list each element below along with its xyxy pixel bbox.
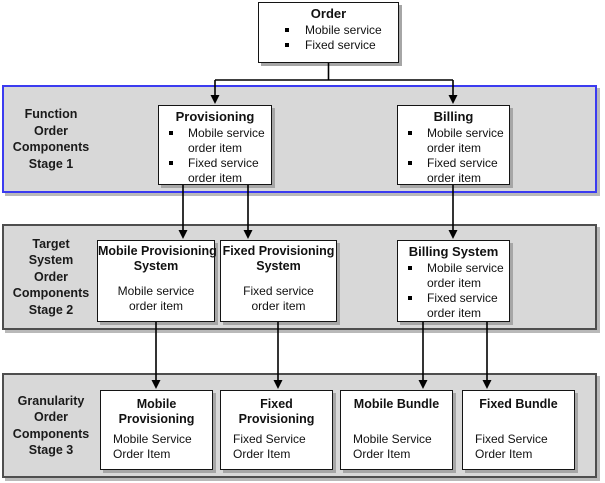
bullet-item: Fixed service order item: [398, 156, 509, 186]
stage3-label-line: Stage 3: [28, 443, 74, 457]
provisioning-box: Provisioning Mobile service order item F…: [158, 105, 272, 185]
fixed-bundle-title: Fixed Bundle: [463, 391, 574, 432]
body-line: Order Item: [475, 447, 533, 461]
bullet-item: Mobile service order item: [398, 261, 509, 291]
fixed-provisioning-body: Fixed Service Order Item: [221, 432, 332, 462]
fixed-provisioning-box: Fixed Provisioning Fixed Service Order I…: [220, 390, 333, 470]
body-line: Fixed Service: [233, 432, 306, 446]
stage3-label-line: Order: [33, 410, 69, 424]
stage2-label-line: Components: [12, 286, 90, 301]
square-bullet-icon: [285, 43, 289, 47]
billing-bullet-list: Mobile service order item Fixed service …: [398, 124, 509, 186]
body-line: Mobile Service: [113, 432, 192, 446]
billing-system-box: Billing System Mobile service order item…: [397, 240, 510, 322]
bullet-item: Mobile service order item: [159, 126, 271, 156]
title-line: Mobile: [136, 397, 177, 411]
bullet-item: Mobile service order item: [398, 126, 509, 156]
fixed-provisioning-system-body: Fixed service order item: [221, 284, 336, 314]
stage3-label-line: Granularity: [17, 393, 85, 408]
fixed-bundle-body: Fixed Service Order Item: [463, 432, 574, 462]
body-line: Mobile Service: [353, 432, 432, 446]
stage2-label-line: Stage 2: [28, 302, 74, 317]
square-bullet-icon: [408, 296, 412, 300]
bullet-item: Mobile service: [259, 23, 398, 38]
title-line: Fixed Provisioning: [222, 244, 335, 258]
order-box-title: Order: [310, 6, 347, 21]
body-line: Fixed Service: [475, 432, 548, 446]
fixed-bundle-box: Fixed Bundle Fixed Service Order Item: [462, 390, 575, 470]
square-bullet-icon: [408, 131, 412, 135]
title-line: Mobile Provisioning: [98, 244, 217, 258]
body-line: Order Item: [113, 447, 171, 461]
title-line: Fixed Bundle: [479, 397, 558, 411]
title-line: System: [133, 259, 179, 273]
mobile-provisioning-system-body: Mobile service order item: [98, 284, 214, 314]
provisioning-box-title: Provisioning: [175, 109, 255, 124]
mobile-provisioning-body: Mobile Service Order Item: [101, 432, 212, 462]
bullet-text: Fixed service order item: [427, 156, 498, 185]
billing-box-title: Billing: [433, 109, 474, 124]
bullet-text: Fixed service order item: [188, 156, 259, 185]
billing-box: Billing Mobile service order item Fixed …: [397, 105, 510, 185]
mobile-provisioning-system-title: Mobile Provisioning System: [98, 241, 217, 274]
square-bullet-icon: [169, 161, 173, 165]
stage3-label: Granularity Order Components Stage 3: [2, 373, 100, 478]
stage1-label: Function Order Components Stage 1: [2, 85, 100, 193]
stage1-label-line: Order: [33, 123, 69, 138]
fixed-provisioning-system-box: Fixed Provisioning System Fixed service …: [220, 240, 337, 322]
stage2-label-line: System: [28, 253, 74, 268]
stage1-label-line: Function: [24, 107, 78, 121]
stage2-label: Target System Order Components Stage 2: [2, 224, 100, 330]
bullet-text: Fixed service order item: [427, 291, 498, 320]
bullet-text: Fixed service: [305, 38, 376, 52]
square-bullet-icon: [408, 161, 412, 165]
order-box: Order Mobile service Fixed service: [258, 2, 399, 63]
bullet-text: Mobile service order item: [188, 126, 265, 155]
bullet-item: Fixed service: [259, 38, 398, 53]
body-line: order item: [251, 299, 306, 313]
bullet-text: Mobile service: [305, 23, 382, 37]
bullet-item: Fixed service order item: [159, 156, 271, 186]
billing-system-title: Billing System: [408, 244, 499, 259]
mobile-bundle-title: Mobile Bundle: [341, 391, 452, 432]
bullet-text: Mobile service order item: [427, 261, 504, 290]
mobile-provisioning-box: Mobile Provisioning Mobile Service Order…: [100, 390, 213, 470]
title-line: Provisioning: [238, 412, 315, 426]
provisioning-bullet-list: Mobile service order item Fixed service …: [159, 124, 271, 186]
square-bullet-icon: [169, 131, 173, 135]
stage1-label-line: Components: [12, 140, 90, 154]
stage3-label-line: Components: [12, 426, 90, 441]
fixed-provisioning-system-title: Fixed Provisioning System: [221, 241, 336, 274]
mobile-bundle-box: Mobile Bundle Mobile Service Order Item: [340, 390, 453, 470]
square-bullet-icon: [285, 28, 289, 32]
billing-system-bullet-list: Mobile service order item Fixed service …: [398, 259, 509, 321]
body-line: Order Item: [353, 447, 411, 461]
title-line: System: [256, 259, 301, 273]
fixed-provisioning-title: Fixed Provisioning: [221, 391, 332, 432]
stage1-label-line: Stage 1: [28, 156, 74, 171]
bullet-text: Mobile service order item: [427, 126, 504, 155]
title-line: Provisioning: [118, 412, 195, 426]
body-line: Fixed service: [243, 284, 314, 298]
bullet-item: Fixed service order item: [398, 291, 509, 321]
order-bullet-list: Mobile service Fixed service: [259, 21, 398, 53]
stage2-label-line: Target: [32, 236, 70, 251]
mobile-provisioning-system-box: Mobile Provisioning System Mobile servic…: [97, 240, 217, 322]
title-line: Mobile Bundle: [353, 397, 440, 411]
mobile-provisioning-title: Mobile Provisioning: [101, 391, 212, 432]
body-line: Mobile service: [117, 284, 195, 298]
body-line: order item: [128, 299, 184, 313]
mobile-bundle-body: Mobile Service Order Item: [341, 432, 452, 462]
title-line: Fixed: [260, 397, 293, 411]
square-bullet-icon: [408, 266, 412, 270]
stage2-label-line: Order: [33, 269, 69, 284]
body-line: Order Item: [233, 447, 291, 461]
